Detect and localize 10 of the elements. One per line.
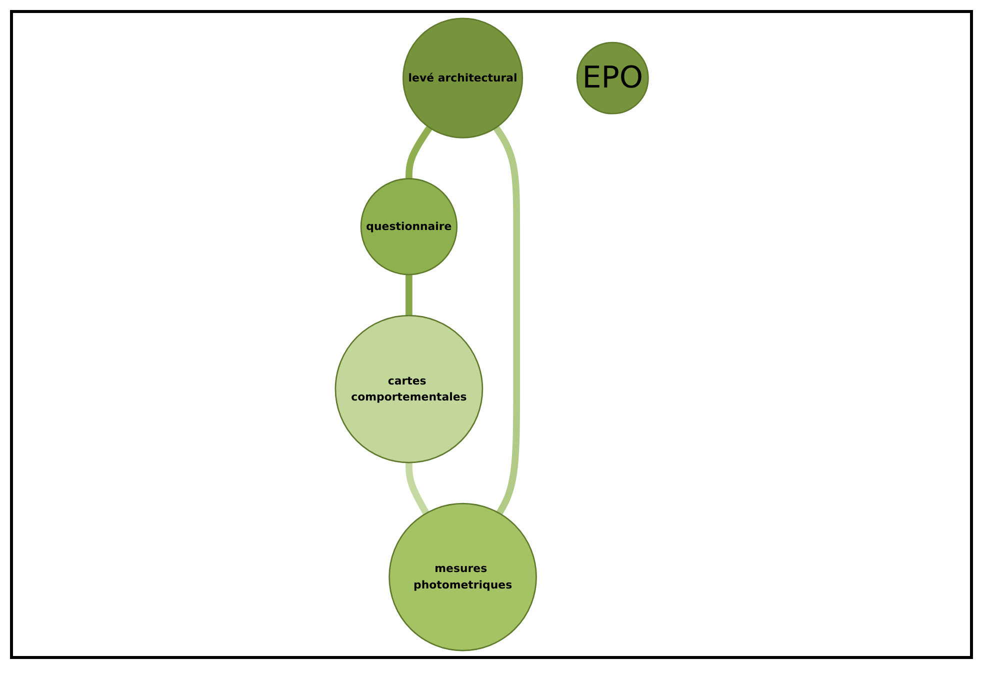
diagram-frame: levé architectural mesures photometriques EPO questionnaire cartes comportementales [10, 10, 973, 659]
connector [492, 126, 520, 515]
node-circle [360, 178, 458, 276]
connector [405, 126, 432, 179]
node-circle [388, 502, 537, 652]
node-circle [334, 314, 483, 464]
node-circle [402, 18, 523, 138]
connector [405, 462, 429, 515]
connector [405, 274, 412, 316]
node-circle [576, 42, 649, 114]
